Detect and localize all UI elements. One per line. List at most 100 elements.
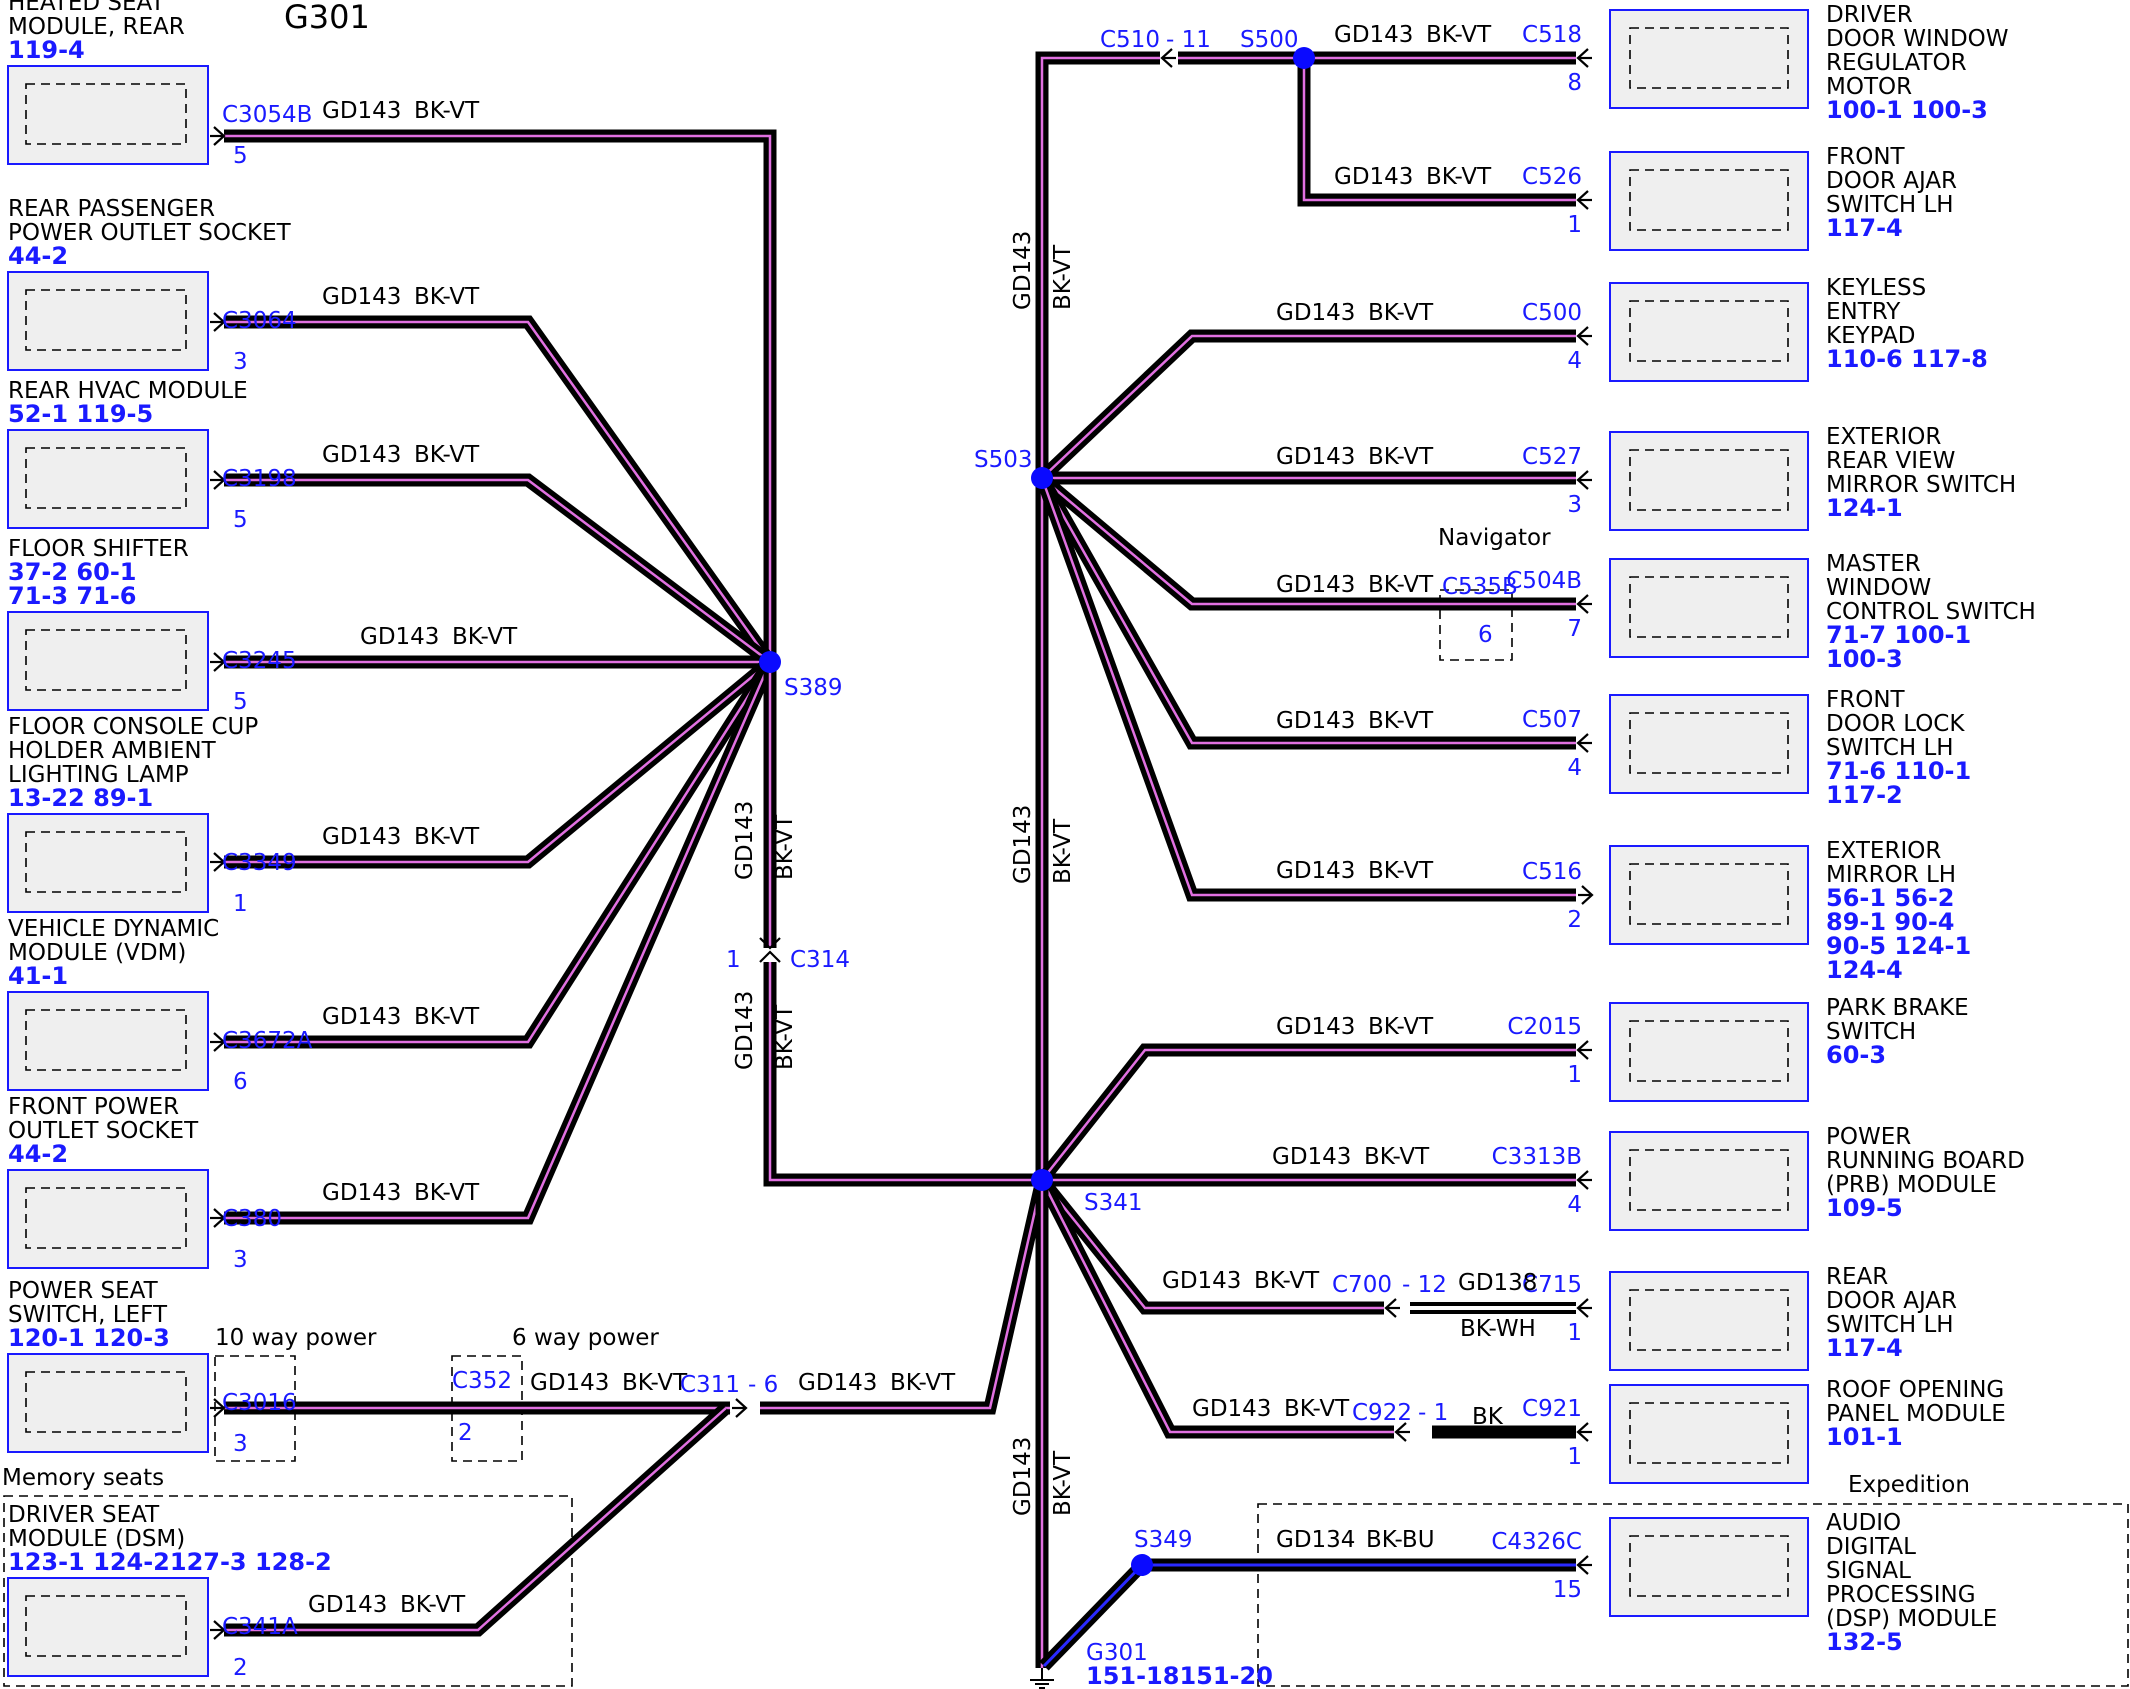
wire-s503-3 bbox=[1036, 474, 1576, 750]
wire-layer bbox=[224, 51, 1576, 1671]
connector-label: C2015 bbox=[1507, 1014, 1582, 1040]
component-name-line: SWITCH, LEFT bbox=[8, 1302, 168, 1328]
component-name-line: FRONT bbox=[1826, 144, 1906, 170]
wire-circuit-label: GD143 bbox=[1276, 444, 1355, 470]
component-box[interactable] bbox=[1609, 694, 1809, 794]
wire-c311-s341 bbox=[760, 1178, 1049, 1415]
component-box[interactable] bbox=[7, 1577, 209, 1677]
component-box[interactable] bbox=[1609, 282, 1809, 382]
component-name-line: FLOOR SHIFTER bbox=[8, 536, 189, 562]
splice-s500-label: S500 bbox=[1240, 27, 1299, 53]
component-page-ref: 90-5 124-1 bbox=[1826, 932, 1971, 960]
component-page-ref: 119-4 bbox=[8, 36, 85, 64]
six-way-note: 6 way power bbox=[512, 1325, 659, 1351]
component-box[interactable] bbox=[1609, 1384, 1809, 1484]
c352-label: C352 bbox=[452, 1368, 512, 1394]
component-name-line: ROOF OPENING bbox=[1826, 1377, 2004, 1403]
wire-color-label: BK-VT bbox=[1254, 1268, 1320, 1294]
component-box[interactable] bbox=[7, 271, 209, 371]
component-box[interactable] bbox=[1609, 1517, 1809, 1617]
wire-circuit-label: GD143 bbox=[1010, 805, 1036, 884]
connector-pin: 5 bbox=[233, 143, 248, 169]
component-name-line: HOLDER AMBIENT bbox=[8, 738, 217, 764]
component-box[interactable] bbox=[1609, 9, 1809, 109]
c700-label: C700 bbox=[1332, 1272, 1392, 1298]
component-name-line: SWITCH LH bbox=[1826, 735, 1954, 761]
component-box[interactable] bbox=[1609, 1271, 1809, 1371]
connector-pin: 1 bbox=[233, 891, 248, 917]
wire-color-label: BK-VT bbox=[1368, 708, 1434, 734]
component-box[interactable] bbox=[1609, 1131, 1809, 1231]
component-box[interactable] bbox=[1609, 558, 1809, 658]
component-box[interactable] bbox=[1609, 845, 1809, 945]
connector-label: C3054B bbox=[222, 102, 312, 128]
component-page-ref: 117-4 bbox=[1826, 1334, 1903, 1362]
component-box[interactable] bbox=[7, 65, 209, 165]
component-inner-outline bbox=[1629, 576, 1789, 638]
splice-s500-dot bbox=[1293, 47, 1315, 69]
wire-circuit-label: GD143 bbox=[360, 624, 439, 650]
component-box[interactable] bbox=[7, 813, 209, 913]
component-box[interactable] bbox=[1609, 1002, 1809, 1102]
component-inner-outline bbox=[25, 289, 187, 351]
wire-color-label: BK-VT bbox=[414, 1004, 480, 1030]
component-box[interactable] bbox=[7, 611, 209, 711]
component-box[interactable] bbox=[7, 991, 209, 1091]
connector-pin: 7 bbox=[1567, 616, 1582, 642]
component-name-line: KEYLESS bbox=[1826, 275, 1926, 301]
component-box[interactable] bbox=[1609, 431, 1809, 531]
wire-circuit-label: GD143 bbox=[1276, 1014, 1355, 1040]
connector-pin: 8 bbox=[1567, 70, 1582, 96]
bk-wh-label: BK-WH bbox=[1460, 1316, 1536, 1342]
component-name-line: OUTLET SOCKET bbox=[8, 1118, 199, 1144]
component-name-line: REAR PASSENGER bbox=[8, 196, 215, 222]
c314-arrow bbox=[759, 937, 781, 950]
wire-circuit-label: GD143 bbox=[1010, 1437, 1036, 1516]
component-name-line: ENTRY bbox=[1826, 299, 1901, 325]
wire-s503-0 bbox=[1037, 329, 1576, 483]
component-box[interactable] bbox=[7, 1169, 209, 1269]
c535b-pin: 6 bbox=[1478, 622, 1493, 648]
component-box[interactable] bbox=[1609, 151, 1809, 251]
connector-label: C516 bbox=[1522, 859, 1582, 885]
component-box[interactable] bbox=[7, 429, 209, 529]
connector-label: C3198 bbox=[222, 466, 297, 492]
connector-pin: 3 bbox=[233, 349, 248, 375]
component-name-line: SWITCH LH bbox=[1826, 192, 1954, 218]
connector-label: C3672A bbox=[222, 1028, 313, 1054]
wire-circuit-label: GD143 bbox=[1276, 708, 1355, 734]
component-inner-outline bbox=[25, 1371, 187, 1433]
wire-circuit-label: GD143 bbox=[732, 991, 758, 1070]
wire-color-label: BK-VT bbox=[1050, 1450, 1076, 1516]
connector-label: C341A bbox=[222, 1614, 298, 1640]
component-box[interactable] bbox=[7, 1353, 209, 1453]
connector-pin: 4 bbox=[1567, 1192, 1582, 1218]
wire-color-label: BK-VT bbox=[890, 1370, 956, 1396]
c311-label: C311 bbox=[680, 1372, 740, 1398]
